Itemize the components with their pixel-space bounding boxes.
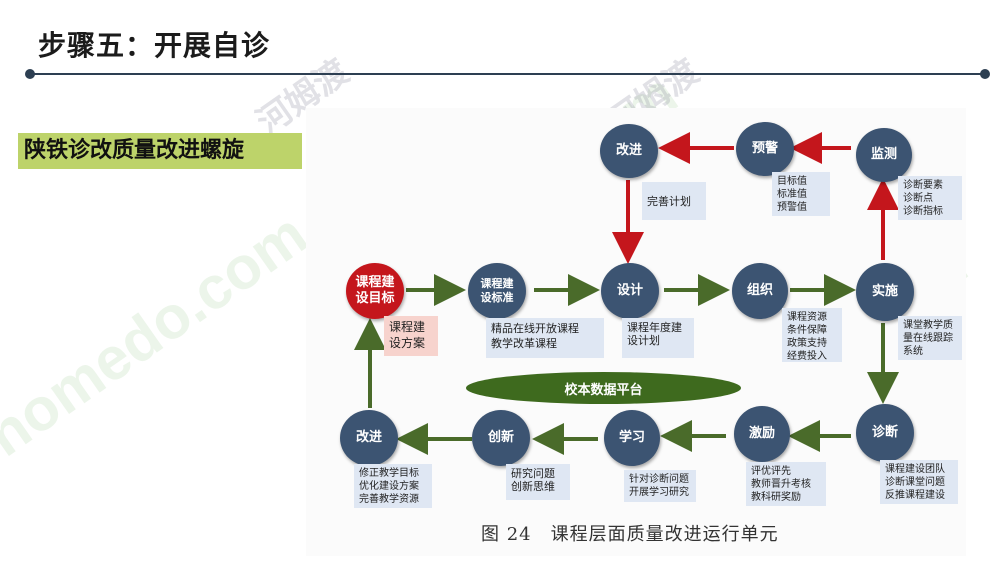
node-learn: 学习: [604, 410, 660, 466]
divider-dot: [980, 69, 990, 79]
node-improve-bottom: 改进: [340, 410, 398, 466]
node-standard: 课程建 设标准: [468, 263, 526, 319]
divider-dot: [25, 69, 35, 79]
node-implement: 实施: [856, 263, 914, 321]
note-organize-items: 课程资源 条件保障 政策支持 经费投入: [782, 308, 842, 362]
note-monitor-items: 诊断要素 诊断点 诊断指标: [898, 176, 962, 220]
diagram-arrows: [354, 132, 899, 455]
watermark: homedo.com: [0, 199, 319, 470]
process-diagram: 改进 预警 监测 课程建 设目标 课程建 设标准 设计 组织 实施 改进 创新 …: [306, 108, 966, 556]
note-warning-values: 目标值 标准值 预警值: [772, 172, 830, 216]
figure-caption: 图 24 课程层面质量改进运行单元: [481, 524, 779, 545]
node-organize: 组织: [732, 263, 788, 319]
node-monitor: 监测: [856, 128, 912, 182]
note-implement-items: 课堂教学质 量在线跟踪 系统: [898, 316, 962, 360]
note-design-plan: 课程年度建 设计划: [622, 318, 694, 358]
node-motivate: 激励: [734, 406, 790, 462]
note-diagnose-items: 课程建设团队 诊断课堂问题 反推课程建设: [880, 460, 958, 504]
note-innovate-items: 研究问题 创新思维: [506, 464, 570, 500]
node-warning: 预警: [736, 122, 794, 176]
note-goal-plan: 课程建 设方案: [384, 316, 438, 356]
title-divider: [30, 73, 985, 75]
note-motivate-items: 评优评先 教师晋升考核 教科研奖励: [746, 462, 826, 506]
note-learn-items: 针对诊断问题 开展学习研究: [624, 470, 696, 502]
node-improve-top: 改进: [600, 124, 658, 178]
node-design: 设计: [601, 263, 659, 319]
note-improve-plan: 完善计划: [642, 182, 706, 220]
node-diagnose: 诊断: [856, 404, 914, 462]
note-standard-courses: 精品在线开放课程 教学改革课程: [486, 318, 604, 358]
data-platform-ellipse: 校本数据平台: [466, 372, 741, 404]
node-innovate: 创新: [472, 410, 530, 466]
section-label: 陕铁诊改质量改进螺旋: [18, 133, 302, 169]
node-goal: 课程建 设目标: [346, 263, 404, 319]
page-title: 步骤五：开展自诊: [38, 29, 271, 62]
note-improve-items: 修正教学目标 优化建设方案 完善教学资源: [354, 464, 432, 508]
